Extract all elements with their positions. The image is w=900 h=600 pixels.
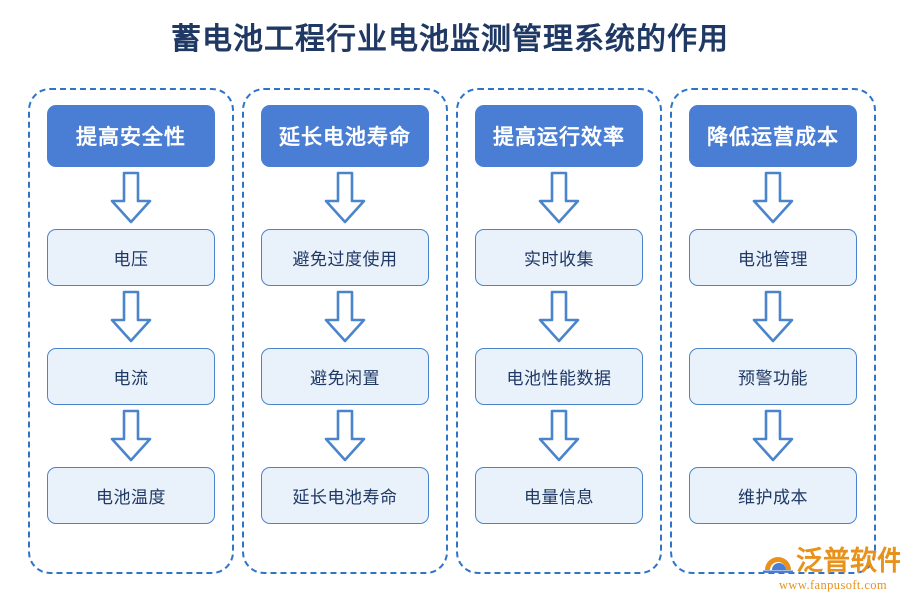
step-box: 电池温度 [47, 467, 215, 524]
flow-column-3: 提高运行效率 实时收集 电池性能数据 电量信息 [456, 88, 662, 574]
step-box: 电压 [47, 229, 215, 286]
column-header-2: 延长电池寿命 [261, 105, 429, 167]
down-arrow-icon [752, 290, 794, 343]
arrow-wrap [324, 405, 366, 467]
step-box: 电量信息 [475, 467, 643, 524]
arrow-wrap [110, 405, 152, 467]
down-arrow-icon [110, 290, 152, 343]
step-box: 预警功能 [689, 348, 857, 405]
down-arrow-icon [752, 409, 794, 462]
down-arrow-icon [538, 171, 580, 224]
down-arrow-icon [752, 171, 794, 224]
down-arrow-icon [538, 290, 580, 343]
column-header-3: 提高运行效率 [475, 105, 643, 167]
step-box: 电池管理 [689, 229, 857, 286]
arrow-wrap [538, 405, 580, 467]
step-box: 避免闲置 [261, 348, 429, 405]
down-arrow-icon [110, 409, 152, 462]
logo-url-text: www.fanpusoft.com [779, 578, 888, 592]
arrow-wrap [324, 167, 366, 229]
arrow-wrap [752, 286, 794, 348]
down-arrow-icon [538, 409, 580, 462]
step-box: 延长电池寿命 [261, 467, 429, 524]
arrow-wrap [110, 286, 152, 348]
arrow-wrap [752, 167, 794, 229]
arrow-wrap [324, 286, 366, 348]
step-box: 电池性能数据 [475, 348, 643, 405]
flowchart-columns: 提高安全性 电压 电流 电池温度 延长电池寿命 避免过度使用 [28, 88, 876, 574]
flow-column-1: 提高安全性 电压 电流 电池温度 [28, 88, 234, 574]
arrow-wrap [752, 405, 794, 467]
step-box: 避免过度使用 [261, 229, 429, 286]
page-title: 蓄电池工程行业电池监测管理系统的作用 [171, 23, 729, 56]
arrow-wrap [110, 167, 152, 229]
down-arrow-icon [110, 171, 152, 224]
step-box: 电流 [47, 348, 215, 405]
down-arrow-icon [324, 290, 366, 343]
column-header-1: 提高安全性 [47, 105, 215, 167]
down-arrow-icon [324, 171, 366, 224]
flow-column-2: 延长电池寿命 避免过度使用 避免闲置 延长电池寿命 [242, 88, 448, 574]
step-box: 实时收集 [475, 229, 643, 286]
arrow-wrap [538, 286, 580, 348]
arrow-wrap [538, 167, 580, 229]
down-arrow-icon [324, 409, 366, 462]
flow-column-4: 降低运营成本 电池管理 预警功能 维护成本 [670, 88, 876, 574]
step-box: 维护成本 [689, 467, 857, 524]
column-header-4: 降低运营成本 [689, 105, 857, 167]
